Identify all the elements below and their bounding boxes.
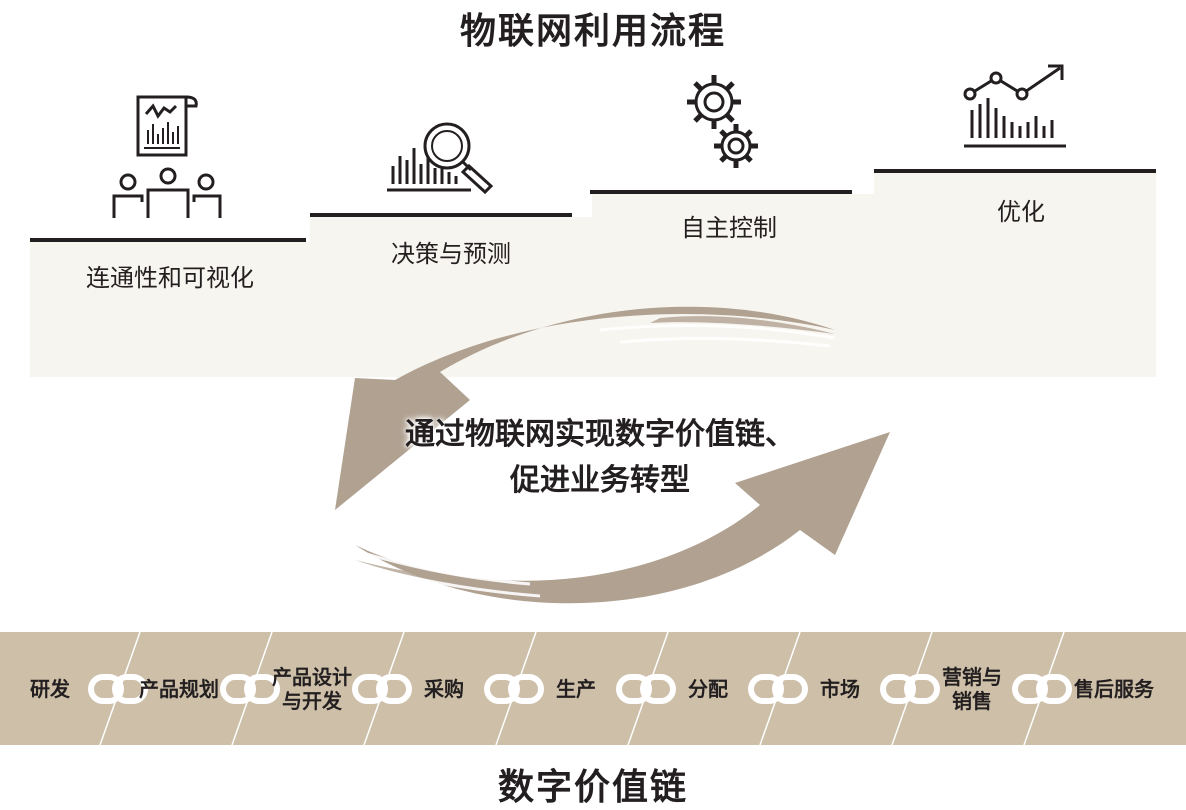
diagram-title: 物联网利用流程: [459, 11, 726, 52]
step-panel-4: [874, 172, 1156, 377]
chain-link-icon: [484, 672, 544, 710]
chain-link-icon: [880, 672, 940, 710]
value-chain-item-product-design: 产品设计 与开发: [272, 665, 352, 713]
cycle-caption-line1: 通过物联网实现数字价值链、: [405, 417, 795, 452]
value-chain-item-distribution: 分配: [688, 677, 728, 701]
value-chain-item-marketing-sales: 营销与 销售: [942, 665, 1002, 713]
value-chain-band: [0, 632, 1186, 745]
step-line-4: [874, 169, 1156, 173]
value-chain-item-rd: 研发: [30, 677, 70, 701]
cycle-caption: 通过物联网实现数字价值链、 促进业务转型: [350, 412, 850, 504]
step-panel-1: [30, 242, 310, 377]
chain-link-icon: [748, 672, 808, 710]
magnifier-chart-icon: [385, 120, 505, 200]
value-chain-title: 数字价值链: [497, 767, 688, 808]
step-label-1: 连通性和可视化: [86, 264, 254, 292]
value-chain-item-production: 生产: [556, 677, 596, 701]
cycle-caption-line2: 促进业务转型: [510, 463, 690, 498]
step-line-2: [310, 213, 572, 217]
step-panel-2: [310, 217, 592, 377]
step-line-1: [30, 238, 306, 242]
gears-icon: [678, 66, 768, 176]
chain-link-icon: [616, 672, 676, 710]
step-label-2: 决策与预测: [391, 240, 511, 268]
step-label-4: 优化: [997, 198, 1045, 226]
chain-link-icon: [88, 672, 148, 710]
step-label-3: 自主控制: [681, 214, 777, 242]
value-chain-item-market: 市场: [820, 677, 860, 701]
chain-link-icon: [352, 672, 412, 710]
chain-link-icon: [1012, 672, 1072, 710]
value-chain-item-product-planning: 产品规划: [139, 677, 219, 701]
trend-chart-icon: [960, 60, 1070, 152]
chain-link-icon: [220, 672, 280, 710]
value-chain-item-after-sales: 售后服务: [1074, 677, 1154, 701]
step-line-3: [590, 190, 852, 194]
value-chain-item-procurement: 采购: [424, 677, 464, 701]
meeting-people-report-icon: [108, 92, 228, 224]
